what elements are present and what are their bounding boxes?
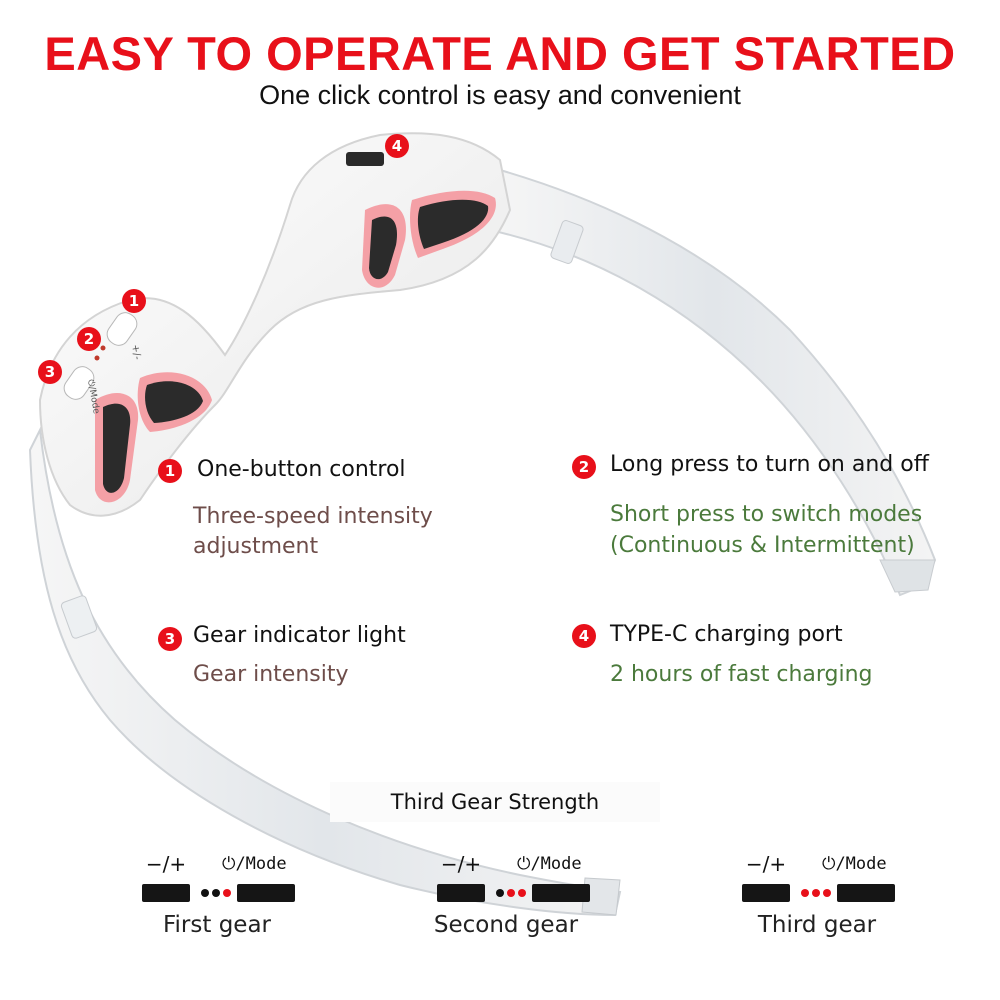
callout-badge-2: 2 [77, 327, 101, 351]
minus-plus-button-icon [142, 884, 190, 902]
indicator-dot [801, 889, 809, 897]
feature-2-title: Long press to turn on and off [610, 452, 929, 477]
power-mode-label: ⏻/Mode [222, 854, 287, 874]
indicator-dot [201, 889, 209, 897]
feature-1-title: One-button control [197, 457, 406, 482]
feature-2-desc-line-1: Short press to switch modes [610, 502, 923, 527]
indicator-dot [212, 889, 220, 897]
type-c-port [346, 152, 384, 166]
power-mode-button-icon [237, 884, 295, 902]
feature-3-title: Gear indicator light [193, 623, 406, 648]
feature-2-desc-line-2: (Continuous & Intermittent) [610, 533, 915, 558]
minus-plus-label: −/+ [440, 852, 482, 876]
gear-diagram-second: −/+ ⏻/Mode Second gear [434, 852, 627, 952]
gear-label: Third gear [757, 912, 877, 938]
plus-minus-engraving: +/- [129, 344, 143, 361]
power-mode-button[interactable] [60, 363, 98, 403]
gear-label: Second gear [433, 912, 579, 938]
page-subtitle: One click control is easy and convenient [259, 80, 741, 110]
power-mode-label: ⏻/Mode [517, 854, 582, 874]
gear-diagram-first: −/+ ⏻/Mode First gear [142, 852, 332, 952]
page-title: EASY TO OPERATE AND GET STARTED [44, 27, 956, 80]
gear-strength-heading: Third Gear Strength [330, 782, 660, 822]
callout-badge-3: 3 [38, 360, 62, 384]
callout-badge-1: 1 [122, 289, 146, 313]
power-mode-button-icon [837, 884, 895, 902]
minus-plus-label: −/+ [145, 852, 187, 876]
feature-1-desc-line-2: adjustment [193, 534, 319, 559]
indicator-light-1 [100, 345, 106, 351]
indicator-dot [507, 889, 515, 897]
indicator-dot [518, 889, 526, 897]
indicator-dot [812, 889, 820, 897]
callout-badge-4: 4 [385, 134, 409, 158]
feature-1-desc-line-1: Three-speed intensity [193, 504, 433, 529]
feature-3-desc-line-1: Gear intensity [193, 662, 349, 687]
gear-label: First gear [162, 912, 271, 938]
indicator-dot [223, 889, 231, 897]
minus-plus-button-icon [742, 884, 790, 902]
right-temple-arm [488, 168, 937, 597]
plus-minus-button[interactable] [103, 309, 141, 349]
minus-plus-button-icon [437, 884, 485, 902]
left-temple-arm [28, 426, 622, 917]
minus-plus-label: −/+ [745, 852, 787, 876]
feature-4-desc-line-1: 2 hours of fast charging [610, 662, 873, 687]
feature-2-number: 2 [572, 455, 596, 479]
feature-4-title: TYPE-C charging port [610, 622, 843, 647]
mask-shell: +/- ⏻/Mode [38, 132, 512, 517]
indicator-dot [496, 889, 504, 897]
indicator-light-2 [94, 355, 100, 361]
feature-3-number: 3 [158, 627, 182, 651]
power-mode-label: ⏻/Mode [822, 854, 887, 874]
feature-4-number: 4 [572, 624, 596, 648]
feature-1-number: 1 [158, 459, 182, 483]
indicator-dot [823, 889, 831, 897]
power-mode-button-icon [532, 884, 590, 902]
gear-diagram-third: −/+ ⏻/Mode Third gear [742, 852, 932, 952]
